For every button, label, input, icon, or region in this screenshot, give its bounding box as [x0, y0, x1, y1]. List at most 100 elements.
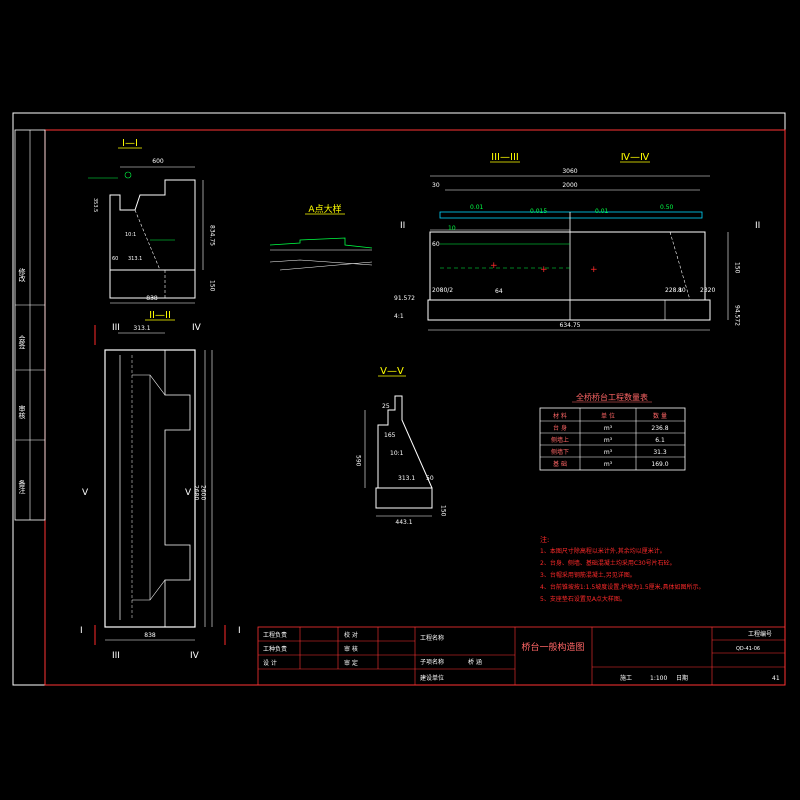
svg-text:2080/2: 2080/2 — [432, 287, 453, 294]
svg-text:165: 165 — [384, 432, 396, 439]
drawing-title: 桥台一般构造图 — [521, 641, 584, 653]
note-line: 5、支座垫石设置见A点大样图。 — [540, 595, 626, 603]
marker-III-bottom: III — [112, 651, 120, 661]
svg-text:169.0: 169.0 — [651, 461, 668, 468]
svg-text:2680: 2680 — [193, 485, 200, 500]
marker-I-left: I — [80, 626, 83, 636]
note-line: 4、台前锥坡按1:1.5坡度设置,护坡为1.5厘米,具体如图所示。 — [540, 583, 705, 591]
table-row: 侧墙下 — [551, 448, 569, 456]
table-row: 侧墙上 — [551, 436, 569, 444]
svg-text:838: 838 — [144, 632, 156, 639]
notes: 注: 1、本图尺寸除高程以米计外,其余均以厘米计。 2、台身、侧墙、基础混凝土均… — [540, 535, 705, 603]
svg-text:94.572: 94.572 — [734, 305, 741, 326]
section-1-1: I—I 600 834.75 150 838 353.5 10:1 313.1 … — [88, 138, 216, 304]
note-line: 2、台身、侧墙、基础混凝土均采用C30号片石砼。 — [540, 559, 676, 567]
svg-text:0.01: 0.01 — [595, 208, 609, 215]
code: QD-41-06 — [736, 646, 760, 652]
svg-text:60: 60 — [432, 241, 440, 248]
svg-text:6.1: 6.1 — [655, 437, 665, 444]
note-line: 1、本图尺寸除高程以米计外,其余均以厘米计。 — [540, 547, 666, 555]
svg-text:2600: 2600 — [200, 485, 207, 500]
svg-text:2000: 2000 — [562, 182, 577, 189]
svg-text:838: 838 — [146, 295, 158, 302]
svg-text:m³: m³ — [604, 449, 613, 456]
section-5-5-title: V—V — [380, 366, 404, 377]
detail-a-title: A点大样 — [308, 203, 341, 215]
role-1: 工程负责 — [263, 631, 287, 639]
check-1: 校 对 — [344, 631, 358, 639]
section-1-1-title: I—I — [122, 138, 138, 149]
table-header-material: 材 料 — [553, 412, 567, 420]
svg-text:150: 150 — [440, 505, 447, 517]
svg-text:313.1: 313.1 — [398, 475, 415, 482]
marker-IV-top: IV — [192, 323, 202, 333]
svg-text:600: 600 — [152, 158, 164, 165]
drawing-no-label: 工程编号 — [748, 630, 772, 638]
marker-I-right: I — [238, 626, 241, 636]
svg-text:590: 590 — [355, 455, 362, 467]
svg-text:0.015: 0.015 — [530, 208, 547, 215]
table-header-unit: 单 位 — [601, 412, 615, 420]
strip-label-2: 会签 — [18, 334, 26, 349]
marker-IV-bottom: IV — [190, 651, 200, 661]
svg-text:64: 64 — [495, 288, 503, 295]
svg-text:80: 80 — [678, 287, 686, 294]
svg-text:353.5: 353.5 — [92, 198, 98, 212]
svg-text:236.8: 236.8 — [651, 425, 668, 432]
quantity-table: 全桥桥台工程数量表 材 料 单 位 数 量 台 身 m³ 236.8 侧墙上 m… — [539, 392, 686, 471]
svg-text:30: 30 — [432, 182, 440, 189]
title-block: 工程负责 工种负责 设 计 校 对 审 核 审 定 工程名称 子项名称 桥 涵 … — [257, 626, 786, 686]
svg-text:150: 150 — [734, 262, 741, 274]
svg-text:313.1: 313.1 — [128, 256, 142, 262]
svg-text:834.75: 834.75 — [209, 225, 216, 246]
svg-text:60: 60 — [112, 256, 118, 262]
date-label: 日期 — [676, 674, 688, 682]
unit-label: 建设单位 — [420, 674, 444, 682]
role-3: 设 计 — [263, 659, 277, 667]
svg-text:50: 50 — [426, 475, 434, 482]
svg-text:31.3: 31.3 — [653, 449, 667, 456]
svg-text:m³: m³ — [604, 461, 613, 468]
svg-text:313.1: 313.1 — [133, 325, 150, 332]
check-3: 审 定 — [344, 659, 358, 667]
svg-text:3060: 3060 — [562, 168, 577, 175]
sheet-border — [12, 112, 786, 686]
svg-text:4:1: 4:1 — [394, 313, 404, 320]
svg-text:10:1: 10:1 — [390, 450, 404, 457]
svg-text:443.1: 443.1 — [395, 519, 412, 526]
subitem-value: 桥 涵 — [468, 658, 482, 666]
strip-label-1: 修改 — [18, 267, 26, 283]
svg-text:m³: m³ — [604, 437, 613, 444]
section-4-4-title: Ⅳ—Ⅳ — [621, 152, 650, 163]
svg-text:2320: 2320 — [700, 287, 715, 294]
svg-text:634.75: 634.75 — [560, 322, 581, 329]
svg-text:m³: m³ — [604, 425, 613, 432]
svg-text:+: + — [490, 261, 498, 271]
svg-text:0.01: 0.01 — [470, 204, 484, 211]
role-2: 工种负责 — [263, 645, 287, 653]
svg-text:91.572: 91.572 — [394, 295, 415, 302]
section-5-5: V—V 443.1 590 150 25 165 10:1 313.1 50 — [355, 366, 447, 526]
strip-label-3: 审核 — [18, 404, 26, 420]
strip-label-4: 备注 — [18, 479, 26, 495]
svg-text:0.50: 0.50 — [660, 204, 674, 211]
marker-III-top: III — [112, 323, 120, 333]
drawing-frame — [44, 129, 786, 686]
section-2-2-title: II—II — [149, 310, 171, 321]
svg-text:10: 10 — [448, 225, 456, 232]
stage: 施工 — [620, 674, 632, 682]
subitem-label: 子项名称 — [420, 658, 444, 666]
svg-text:228.1: 228.1 — [665, 287, 682, 294]
table-row: 台 身 — [553, 424, 567, 432]
sheet: 41 — [772, 675, 780, 682]
table-header-qty: 数 量 — [653, 412, 667, 420]
scale: 1:100 — [650, 675, 667, 682]
svg-text:+: + — [590, 265, 598, 275]
table-row: 基 础 — [553, 460, 567, 468]
svg-text:25: 25 — [382, 403, 390, 410]
detail-a: A点大样 — [269, 203, 373, 271]
svg-text:+: + — [540, 265, 548, 275]
quantity-table-title: 全桥桥台工程数量表 — [576, 392, 648, 402]
note-line: 3、台帽采用钢筋混凝土,另见详图。 — [540, 571, 636, 579]
marker-V-left: V — [82, 488, 89, 498]
